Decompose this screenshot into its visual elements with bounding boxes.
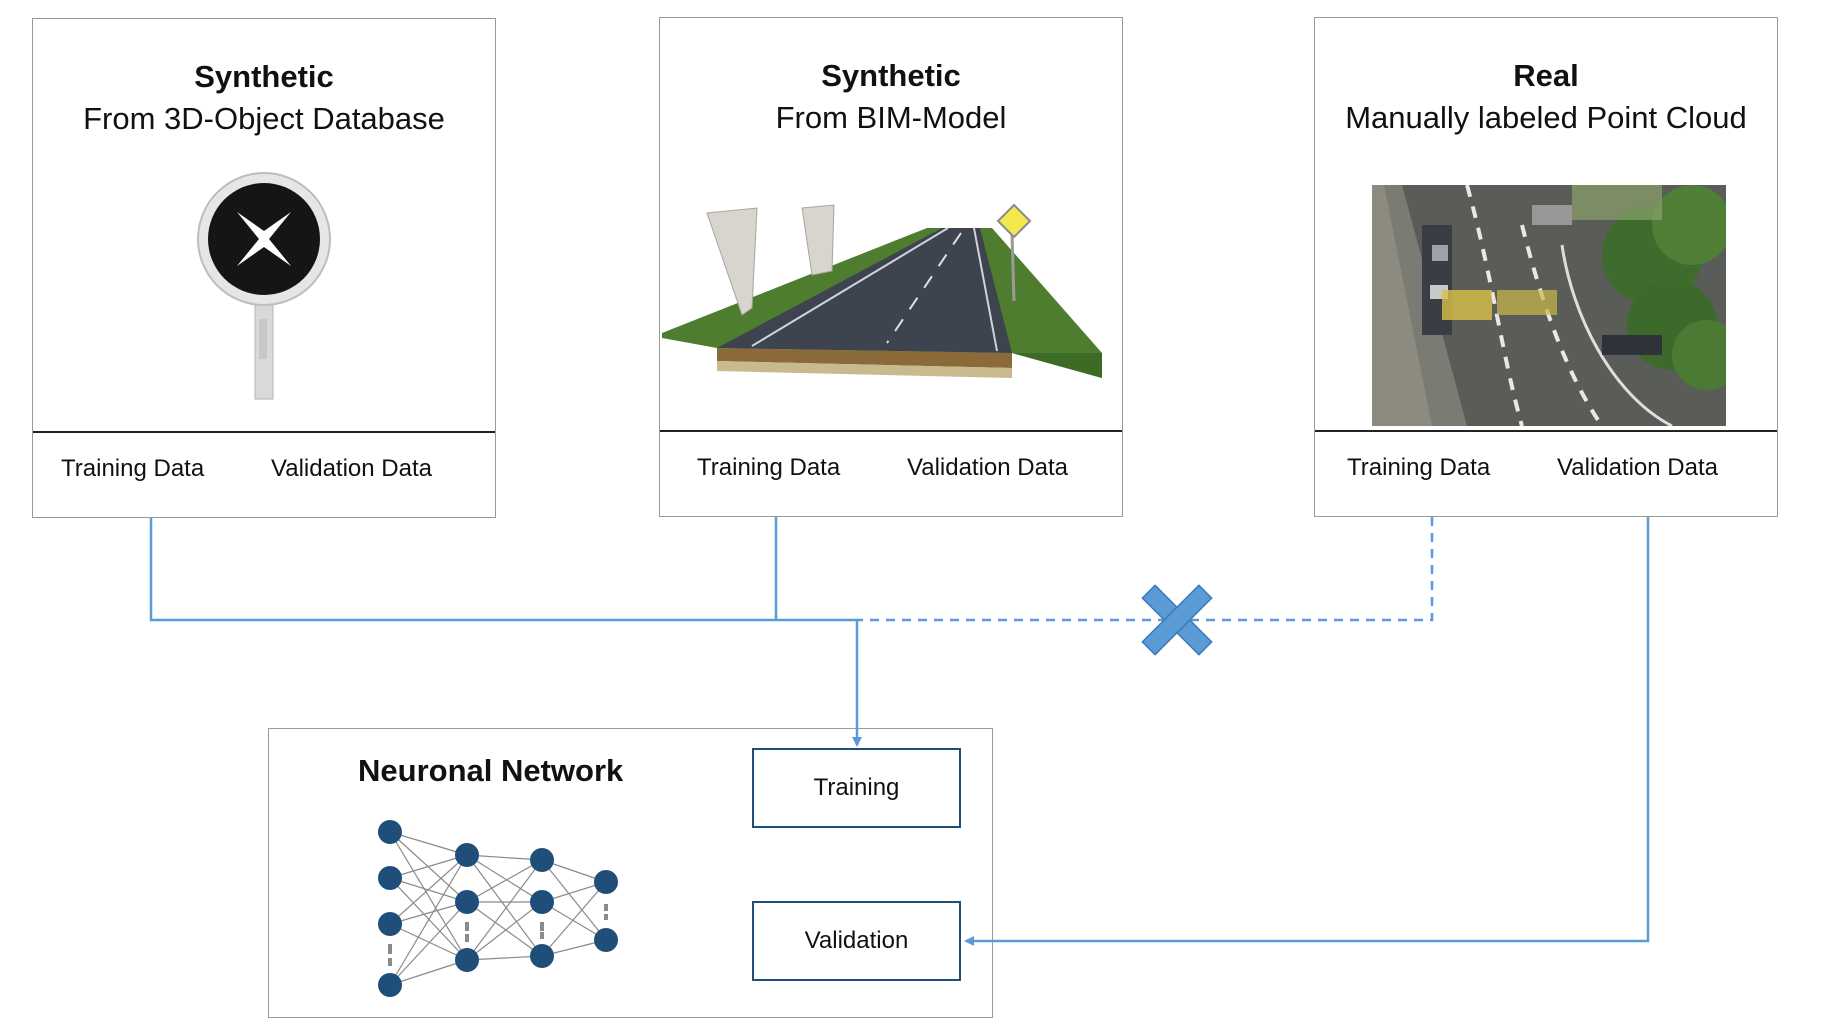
blocked-cross-icon bbox=[1141, 584, 1213, 656]
connector-synthetic-3d-training bbox=[149, 518, 862, 747]
panel-real-point-cloud: Real Manually labeled Point Cloud Traini… bbox=[1314, 17, 1778, 517]
panel-subtitle: Manually labeled Point Cloud bbox=[1345, 100, 1747, 135]
neuronal-network-title: Neuronal Network bbox=[358, 753, 624, 788]
connector-real-validation bbox=[964, 517, 1650, 946]
panel-title: Synthetic bbox=[194, 59, 334, 94]
panel-title: Real bbox=[1513, 58, 1579, 93]
traffic-sign-3d-model-icon bbox=[197, 172, 331, 400]
panel-subtitle: From BIM-Model bbox=[775, 100, 1007, 135]
neural-network-icon bbox=[378, 820, 618, 997]
validation-data-label: Validation Data bbox=[1557, 454, 1718, 481]
training-data-label: Training Data bbox=[61, 455, 205, 482]
validation-stage-box: Validation bbox=[752, 901, 961, 981]
panel-synthetic-bim-model: Synthetic From BIM-Model Training Data V… bbox=[659, 17, 1123, 517]
panel-divider bbox=[660, 430, 1122, 432]
panel-subtitle: From 3D-Object Database bbox=[83, 101, 445, 136]
training-data-label: Training Data bbox=[697, 454, 841, 481]
point-cloud-street-scene-icon bbox=[1372, 185, 1726, 426]
validation-data-label: Validation Data bbox=[271, 455, 432, 482]
panel-synthetic-3d-database: Synthetic From 3D-Object Database Traini… bbox=[32, 18, 496, 518]
panel-divider bbox=[33, 431, 495, 433]
panel-title: Synthetic bbox=[821, 58, 961, 93]
connector-real-training-blocked bbox=[857, 517, 1434, 622]
panel-divider bbox=[1315, 430, 1777, 432]
training-data-label: Training Data bbox=[1347, 454, 1491, 481]
validation-data-label: Validation Data bbox=[907, 454, 1068, 481]
training-stage-box: Training bbox=[752, 748, 961, 828]
road-bim-model-icon bbox=[662, 203, 1102, 378]
